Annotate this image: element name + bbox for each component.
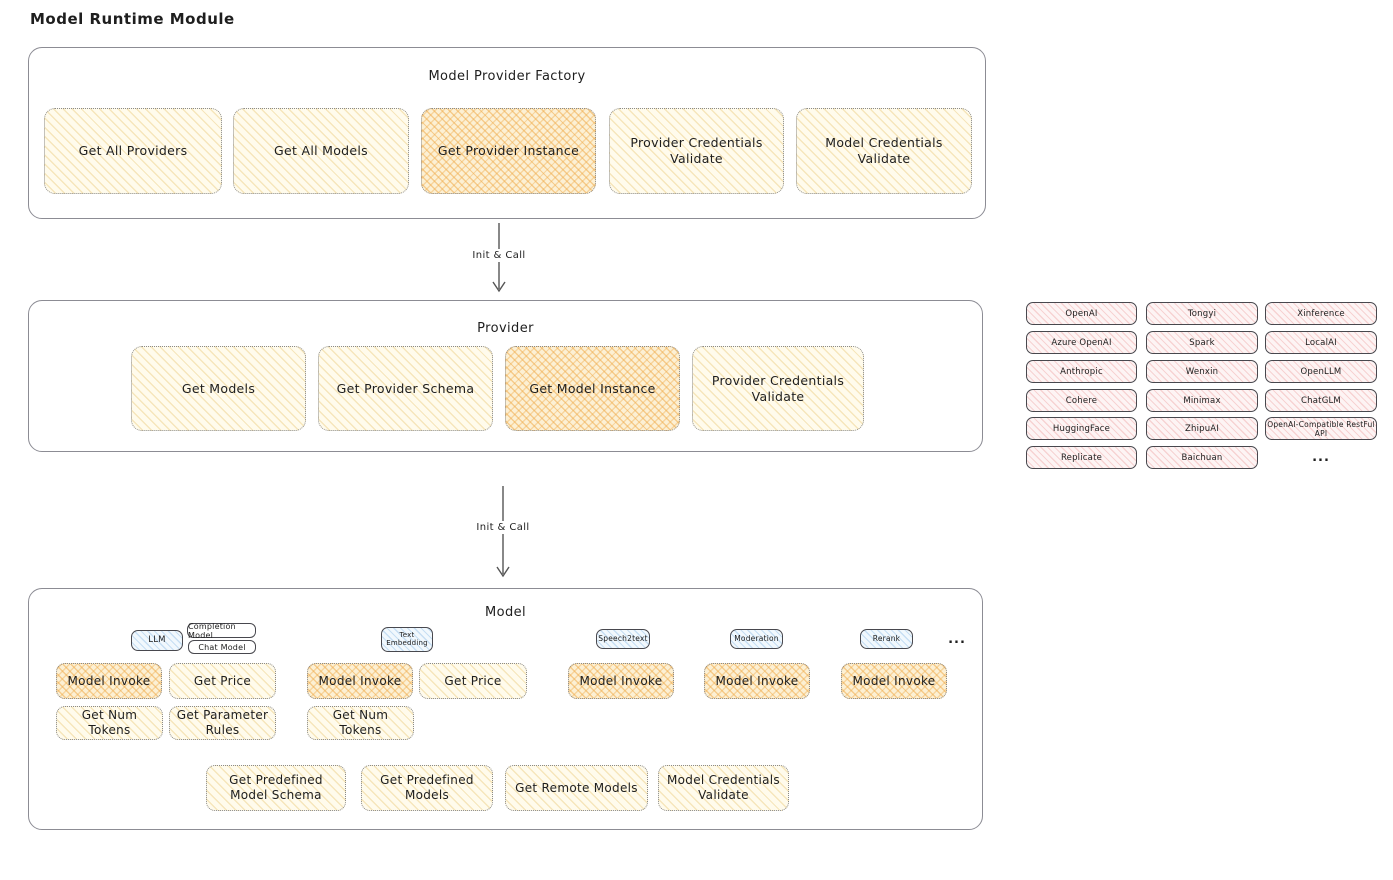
node-llm-get-num-tokens: Get Num Tokens bbox=[56, 706, 163, 740]
node-model-credentials-validate: Model Credentials Validate bbox=[796, 108, 972, 194]
chip-localai: LocalAI bbox=[1265, 331, 1377, 354]
chip-openai-compatible-restful-api: OpenAI-Compatible RestFul API bbox=[1265, 417, 1377, 440]
node-get-all-models: Get All Models bbox=[233, 108, 409, 194]
chip-wenxin: Wenxin bbox=[1146, 360, 1258, 383]
node-get-all-providers: Get All Providers bbox=[44, 108, 222, 194]
model-label: Model bbox=[484, 605, 527, 620]
subtab-chat-model: Chat Model bbox=[188, 640, 256, 654]
node-provider-credentials-validate-2: Provider Credentials Validate bbox=[692, 346, 864, 431]
arrow-provider-to-model bbox=[494, 486, 512, 582]
tab-rerank: Rerank bbox=[860, 629, 913, 649]
node-moderation-model-invoke: Model Invoke bbox=[704, 663, 810, 699]
node-get-provider-instance: Get Provider Instance bbox=[421, 108, 596, 194]
node-llm-get-parameter-rules: Get Parameter Rules bbox=[169, 706, 276, 740]
chip-minimax: Minimax bbox=[1146, 389, 1258, 412]
node-get-model-instance: Get Model Instance bbox=[505, 346, 680, 431]
node-provider-credentials-validate: Provider Credentials Validate bbox=[609, 108, 784, 194]
chip-anthropic: Anthropic bbox=[1026, 360, 1137, 383]
arrow-label-init-call-1: Init & Call bbox=[467, 249, 531, 262]
chip-chatglm: ChatGLM bbox=[1265, 389, 1377, 412]
tab-moderation: Moderation bbox=[730, 629, 783, 649]
chip-baichuan: Baichuan bbox=[1146, 446, 1258, 469]
provider-label: Provider bbox=[477, 321, 534, 336]
node-text-embedding-get-num-tokens: Get Num Tokens bbox=[307, 706, 414, 740]
chip-openai: OpenAI bbox=[1026, 302, 1137, 325]
model-types-more-ellipsis: ... bbox=[948, 631, 966, 647]
chip-replicate: Replicate bbox=[1026, 446, 1137, 469]
tab-text-embedding: Text Embedding bbox=[381, 627, 433, 652]
chip-azure-openai: Azure OpenAI bbox=[1026, 331, 1137, 354]
model-container: Model LLM Completion Model Chat Model Te… bbox=[28, 588, 997, 844]
node-get-remote-models: Get Remote Models bbox=[505, 765, 648, 811]
tab-speech2text: Speech2text bbox=[596, 629, 650, 649]
node-get-models: Get Models bbox=[131, 346, 306, 431]
provider-container: Provider Get Models Get Provider Schema … bbox=[28, 300, 997, 466]
chip-huggingface: HuggingFace bbox=[1026, 417, 1137, 440]
chip-cohere: Cohere bbox=[1026, 389, 1137, 412]
model-provider-factory-container: Model Provider Factory Get All Providers… bbox=[28, 47, 986, 219]
chip-zhipuai: ZhipuAI bbox=[1146, 417, 1258, 440]
diagram-title: Model Runtime Module bbox=[30, 10, 235, 28]
node-text-embedding-get-price: Get Price bbox=[419, 663, 527, 699]
node-text-embedding-model-invoke: Model Invoke bbox=[307, 663, 413, 699]
tab-llm: LLM bbox=[131, 630, 183, 651]
node-llm-model-invoke: Model Invoke bbox=[56, 663, 162, 699]
arrow-label-init-call-2: Init & Call bbox=[471, 521, 535, 534]
chip-xinference: Xinference bbox=[1265, 302, 1377, 325]
node-speech2text-model-invoke: Model Invoke bbox=[568, 663, 674, 699]
node-get-predefined-models: Get Predefined Models bbox=[361, 765, 493, 811]
model-provider-factory-label: Model Provider Factory bbox=[428, 69, 586, 84]
node-get-provider-schema: Get Provider Schema bbox=[318, 346, 493, 431]
node-rerank-model-invoke: Model Invoke bbox=[841, 663, 947, 699]
chip-spark: Spark bbox=[1146, 331, 1258, 354]
chip-openllm: OpenLLM bbox=[1265, 360, 1377, 383]
chip-tongyi: Tongyi bbox=[1146, 302, 1258, 325]
node-model-credentials-validate-2: Model Credentials Validate bbox=[658, 765, 789, 811]
subtab-completion-model: Completion Model bbox=[187, 622, 256, 640]
node-get-predefined-model-schema: Get Predefined Model Schema bbox=[206, 765, 346, 811]
providers-more-ellipsis: ... bbox=[1312, 450, 1330, 465]
node-llm-get-price: Get Price bbox=[169, 663, 276, 699]
